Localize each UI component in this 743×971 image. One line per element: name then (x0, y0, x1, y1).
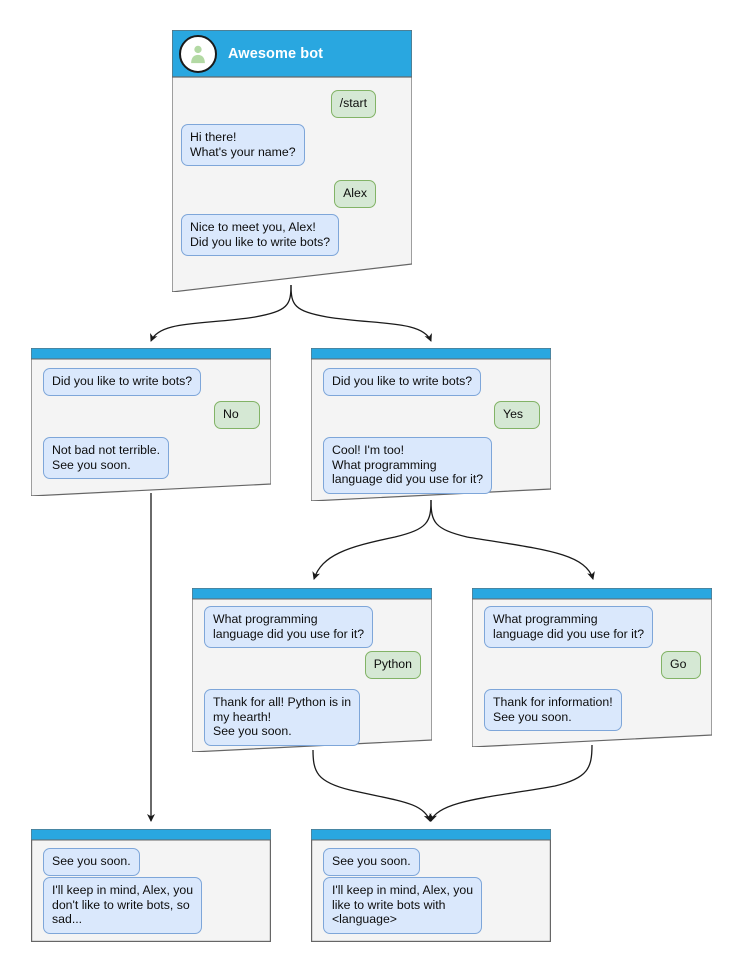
message-bubble: Hi there! What's your name? (181, 124, 305, 167)
message-bubble: /start (330, 90, 376, 118)
node-end-happy-body: See you soon. I'll keep in mind, Alex, y… (311, 840, 551, 942)
message-bubble: Alex (334, 180, 376, 208)
node-lang-python-body: What programming language did you use fo… (192, 599, 432, 752)
message-bubble: Nice to meet you, Alex! Did you like to … (181, 214, 340, 257)
node-end-sad-content: See you soon. I'll keep in mind, Alex, y… (31, 829, 271, 942)
node-lang-python-content: What programming language did you use fo… (192, 588, 432, 752)
message-bubble: I'll keep in mind, Alex, you don't like … (43, 877, 203, 934)
node-start-title: Awesome bot (228, 45, 324, 62)
node-end-happy-content: See you soon. I'll keep in mind, Alex, y… (311, 829, 551, 942)
node-answer-no-content: Did you like to write bots? No Not bad n… (31, 348, 271, 496)
node-lang-python-header (192, 588, 432, 599)
node-end-happy[interactable]: See you soon. I'll keep in mind, Alex, y… (311, 829, 551, 942)
edge-start-to-no (150, 284, 292, 342)
node-answer-yes-header (311, 348, 551, 359)
message-bubble: What programming language did you use fo… (484, 606, 654, 649)
message-bubble: Did you like to write bots? (323, 368, 482, 396)
person-glyph (191, 45, 205, 63)
node-start-content: Awesome bot /start Hi there! What's your… (172, 30, 412, 292)
message-bubble: Did you like to write bots? (43, 368, 202, 396)
node-end-happy-header (311, 829, 551, 840)
edge-python-to-end-happy (312, 749, 432, 822)
message-bubble: See you soon. (43, 848, 140, 876)
edge-yes-to-python (312, 499, 432, 580)
node-answer-yes-body: Did you like to write bots? Yes Cool! I'… (311, 359, 551, 501)
node-start-body: /start Hi there! What's your name? Alex … (172, 77, 412, 292)
message-bubble: Go (661, 651, 701, 679)
node-end-sad-header (31, 829, 271, 840)
message-bubble: Thank for information! See you soon. (484, 689, 622, 732)
message-bubble: Cool! I'm too! What programming language… (323, 437, 493, 494)
node-start[interactable]: Awesome bot /start Hi there! What's your… (172, 30, 412, 292)
node-answer-no-body: Did you like to write bots? No Not bad n… (31, 359, 271, 496)
node-lang-go-body: What programming language did you use fo… (472, 599, 712, 747)
node-answer-no[interactable]: Did you like to write bots? No Not bad n… (31, 348, 271, 496)
node-end-sad[interactable]: See you soon. I'll keep in mind, Alex, y… (31, 829, 271, 942)
edge-go-to-end-happy (429, 744, 593, 822)
message-bubble: I'll keep in mind, Alex, you like to wri… (323, 877, 483, 934)
edge-yes-to-go (430, 499, 595, 580)
person-avatar-icon (179, 34, 217, 73)
message-bubble: Python (364, 651, 421, 679)
node-end-sad-body: See you soon. I'll keep in mind, Alex, y… (31, 840, 271, 942)
message-bubble: Not bad not terrible. See you soon. (43, 437, 170, 480)
node-lang-go-header (472, 588, 712, 599)
edge-start-to-yes (290, 284, 432, 342)
node-answer-yes-content: Did you like to write bots? Yes Cool! I'… (311, 348, 551, 501)
node-answer-yes[interactable]: Did you like to write bots? Yes Cool! I'… (311, 348, 551, 501)
node-answer-no-header (31, 348, 271, 359)
message-bubble: No (214, 401, 260, 429)
node-lang-go-content: What programming language did you use fo… (472, 588, 712, 747)
node-start-header: Awesome bot (172, 30, 412, 77)
message-bubble: What programming language did you use fo… (204, 606, 374, 649)
message-bubble: Thank for all! Python is in my hearth! S… (204, 689, 361, 746)
message-bubble: See you soon. (323, 848, 420, 876)
message-bubble: Yes (494, 401, 540, 429)
node-lang-go[interactable]: What programming language did you use fo… (472, 588, 712, 747)
node-lang-python[interactable]: What programming language did you use fo… (192, 588, 432, 752)
